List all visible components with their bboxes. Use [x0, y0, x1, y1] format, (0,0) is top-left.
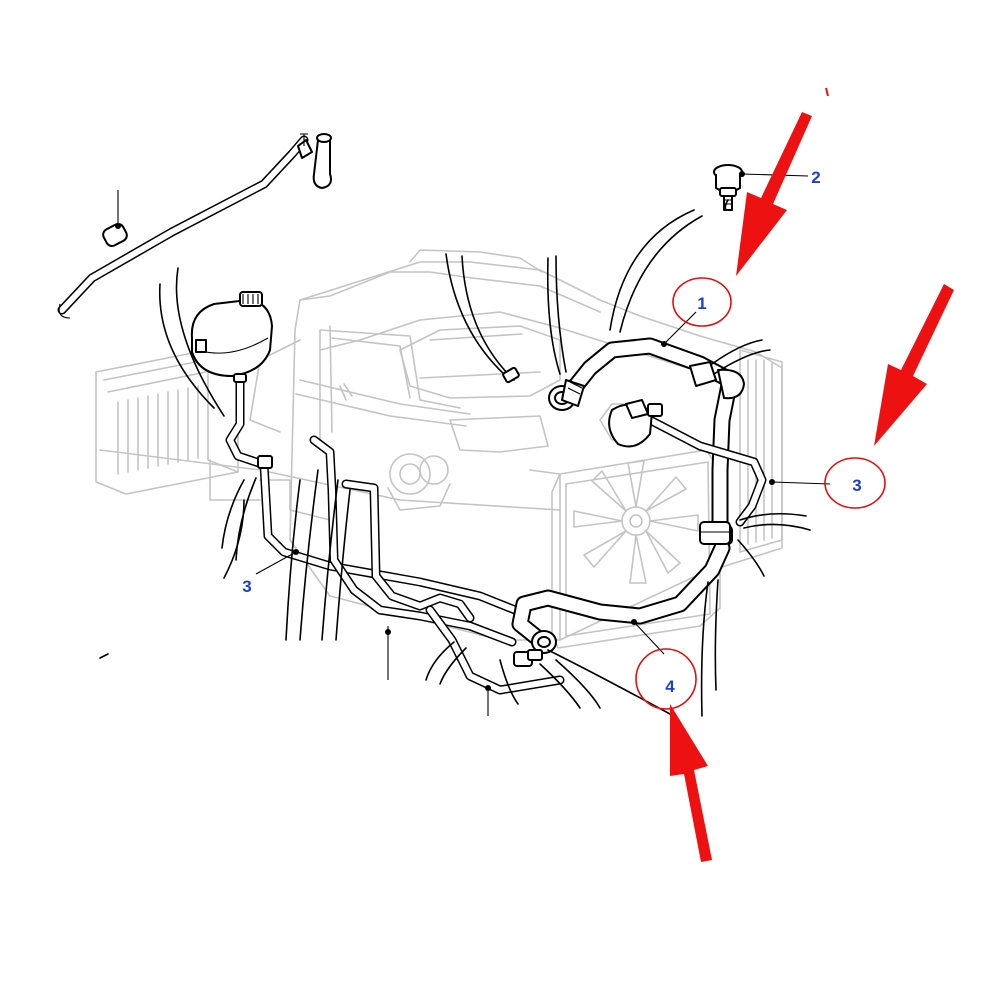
red-arrow-to-1: [736, 112, 812, 276]
bleed-pipe: [57, 133, 332, 319]
lower-return-pipes: [257, 435, 565, 695]
hose-4: [511, 539, 731, 661]
callout-1: 1: [697, 294, 706, 313]
fittings: [502, 366, 731, 545]
callout-2: 2: [811, 168, 820, 187]
red-arrow-to-3: [874, 284, 954, 446]
callout-ring-1: [672, 277, 732, 327]
hose-1: [548, 337, 745, 545]
callout-3-left: 3: [242, 577, 251, 596]
callout-ring-3: [824, 457, 886, 509]
callout-4: 4: [665, 677, 675, 696]
harness-lines: [99, 199, 811, 717]
expansion-tank: [190, 291, 273, 469]
red-arrow-to-4: [670, 704, 712, 862]
red-mark-top: [825, 87, 829, 97]
callout-ring-4: [635, 648, 697, 710]
leader-lines: [115, 171, 831, 716]
callout-3-right: 3: [852, 476, 861, 495]
bleed-screw: [713, 164, 743, 211]
hose-3-right: [608, 399, 767, 527]
